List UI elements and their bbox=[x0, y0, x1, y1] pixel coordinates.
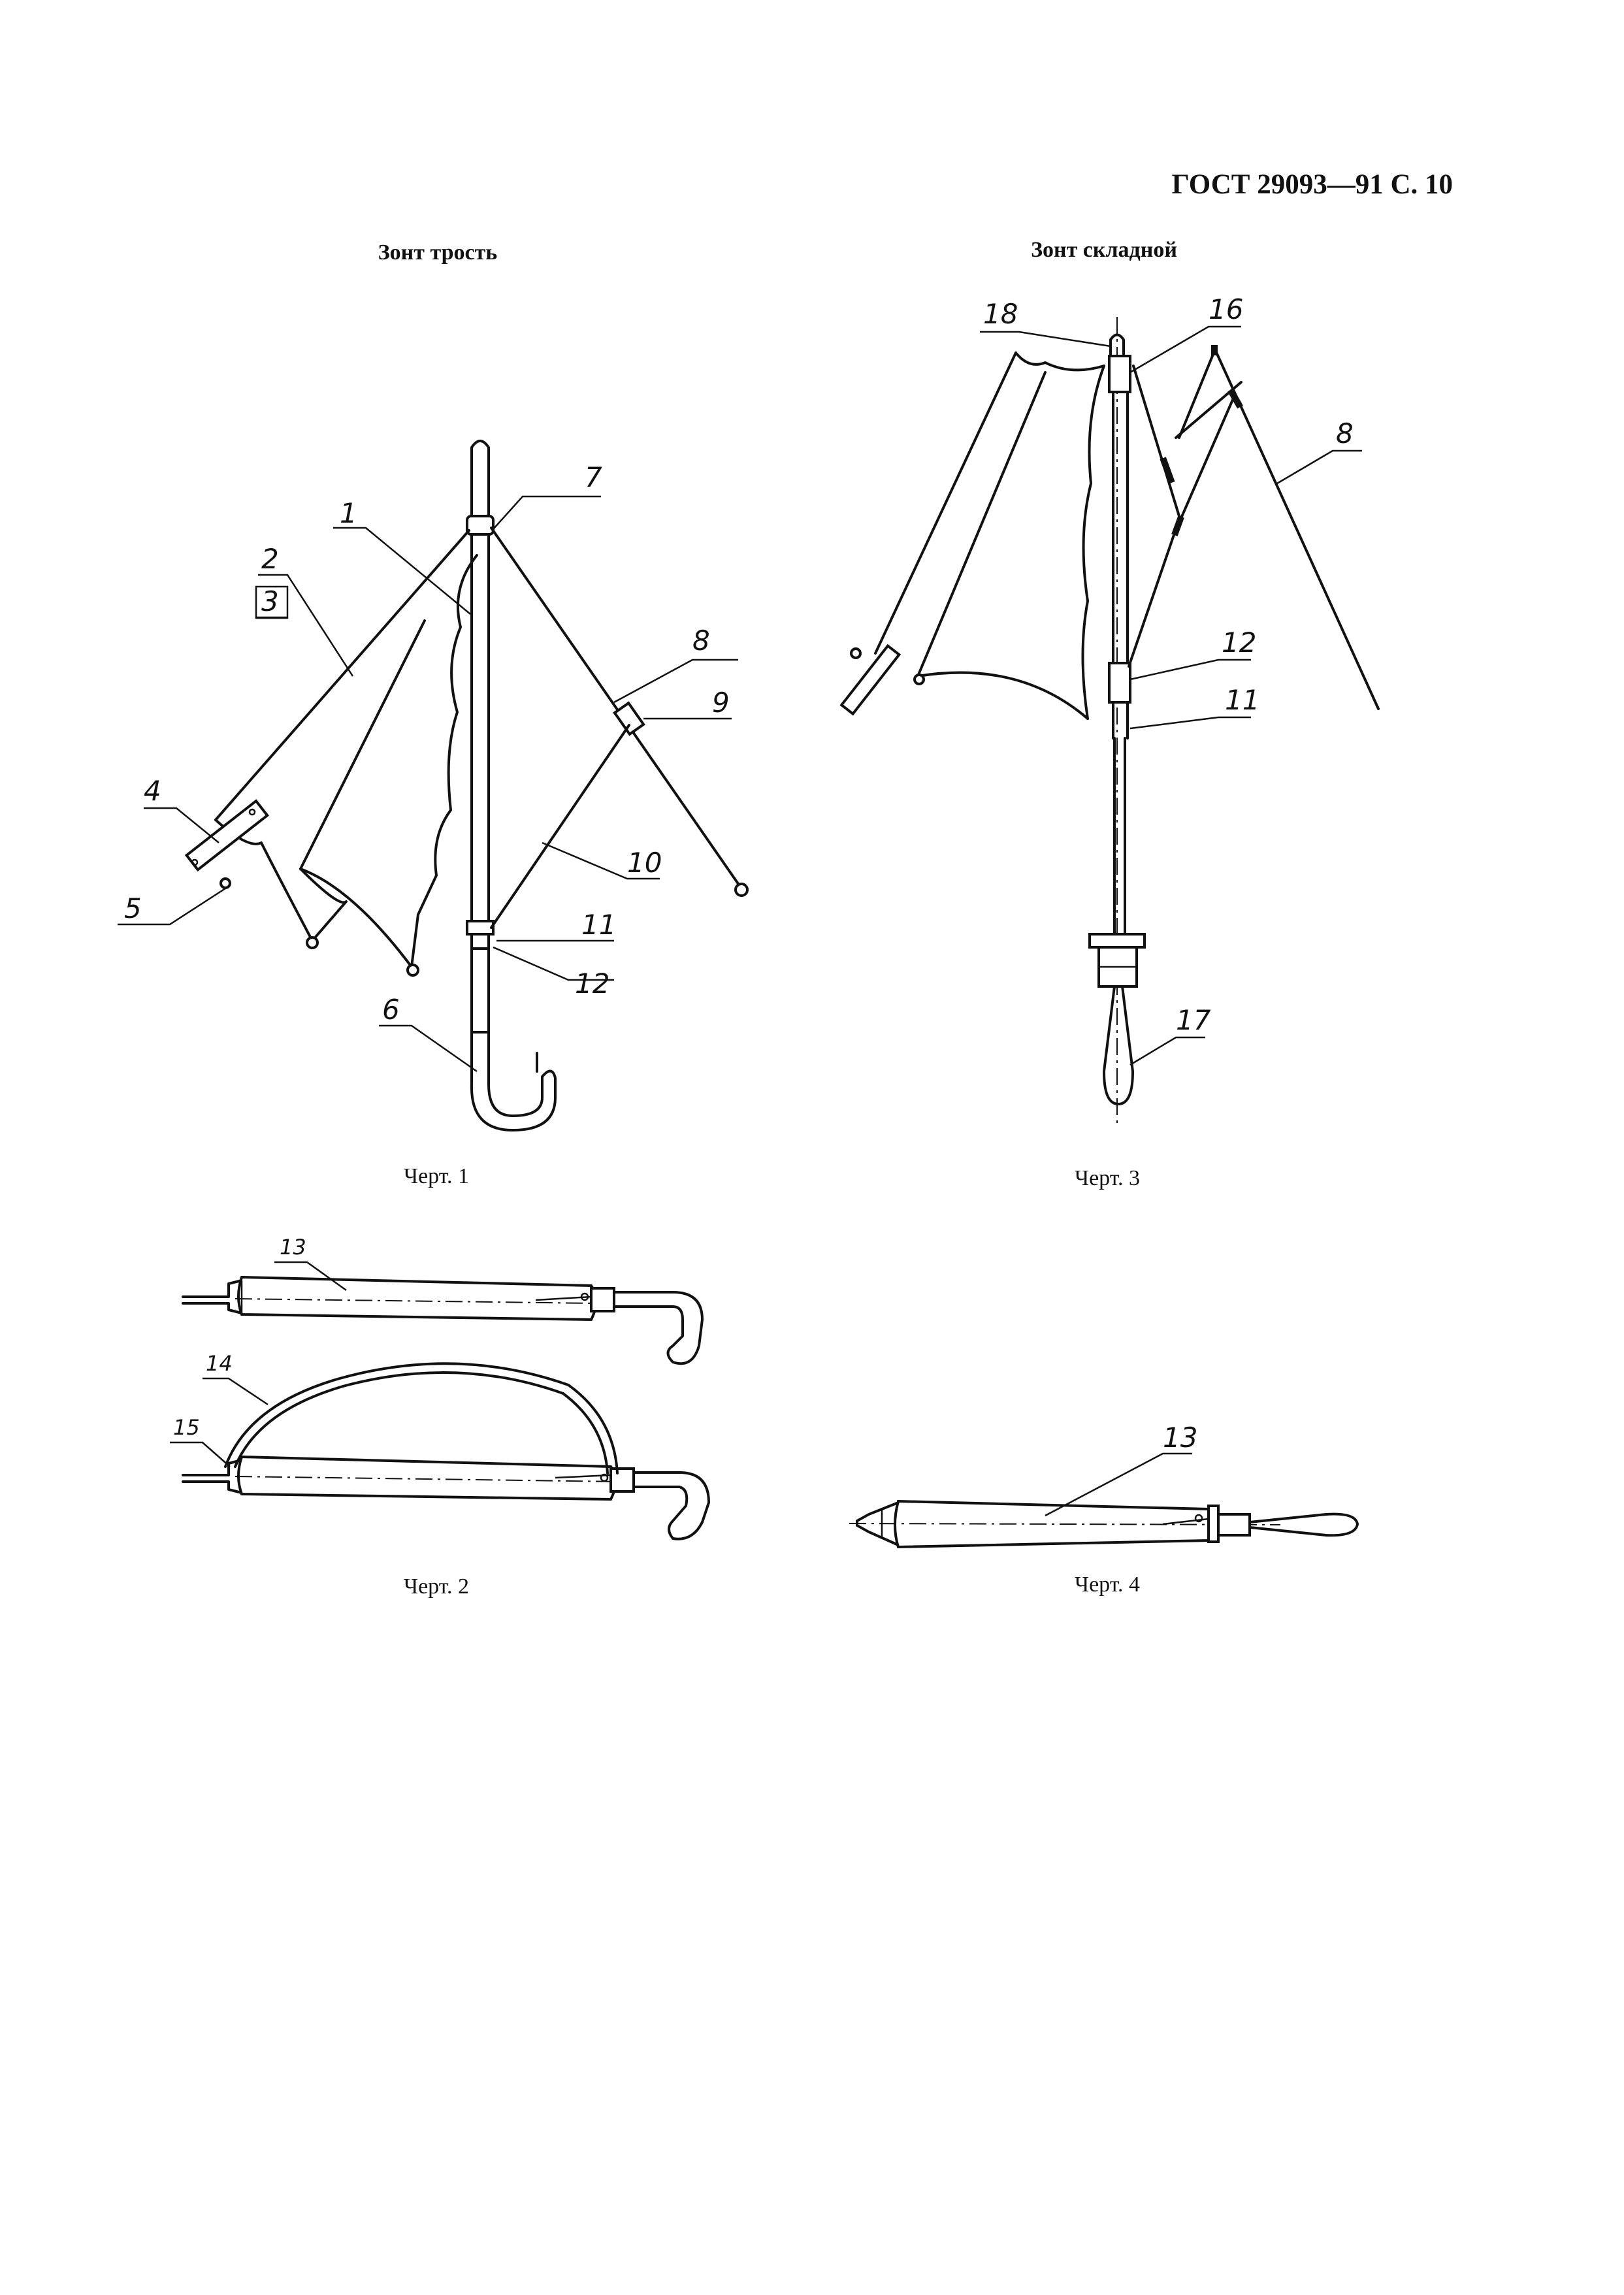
callout-8: 8 bbox=[692, 625, 710, 657]
callout-11: 11 bbox=[581, 909, 616, 941]
callout-18: 18 bbox=[983, 298, 1018, 330]
callout-9: 9 bbox=[712, 687, 730, 719]
figure-3-folding-umbrella: 18 16 8 12 11 17 bbox=[839, 293, 1380, 1124]
callout-1: 1 bbox=[340, 497, 357, 529]
callout-12: 12 bbox=[575, 968, 609, 1000]
callout-17: 17 bbox=[1176, 1004, 1211, 1036]
callout-8-folding: 8 bbox=[1336, 417, 1354, 449]
figure-1-caption: Черт. 1 bbox=[403, 1164, 470, 1188]
document-header: ГОСТ 29093—91 С. 10 bbox=[1171, 169, 1453, 200]
figure-2-umbrella-cane-closed: 13 14 15 bbox=[170, 1235, 710, 1540]
callout-13-closed: 13 bbox=[280, 1235, 306, 1260]
callout-4: 4 bbox=[144, 775, 161, 807]
figure-4-folding-umbrella-closed: 13 bbox=[849, 1422, 1359, 1549]
figure-1-umbrella-cane: 1 2 3 4 5 6 7 8 9 10 11 12 bbox=[118, 440, 749, 1131]
callout-7: 7 bbox=[585, 461, 602, 493]
callout-2: 2 bbox=[261, 543, 279, 575]
callout-16: 16 bbox=[1209, 293, 1243, 325]
figure-2-caption: Черт. 2 bbox=[403, 1574, 470, 1599]
callout-3: 3 bbox=[261, 585, 279, 617]
callout-12-folding: 12 bbox=[1222, 627, 1256, 659]
callout-5: 5 bbox=[124, 892, 142, 924]
callout-15: 15 bbox=[173, 1415, 200, 1440]
callout-14: 14 bbox=[206, 1351, 233, 1376]
callout-13-folding-closed: 13 bbox=[1163, 1422, 1197, 1454]
callout-10: 10 bbox=[627, 847, 662, 879]
callout-6: 6 bbox=[382, 994, 400, 1026]
figure-3-caption: Черт. 3 bbox=[1074, 1166, 1141, 1190]
figure-4-caption: Черт. 4 bbox=[1074, 1572, 1141, 1597]
figure-title-folding-umbrella: Зонт складной bbox=[1031, 238, 1177, 262]
callout-11-folding: 11 bbox=[1225, 684, 1259, 716]
figure-title-umbrella-cane: Зонт трость bbox=[378, 240, 498, 265]
